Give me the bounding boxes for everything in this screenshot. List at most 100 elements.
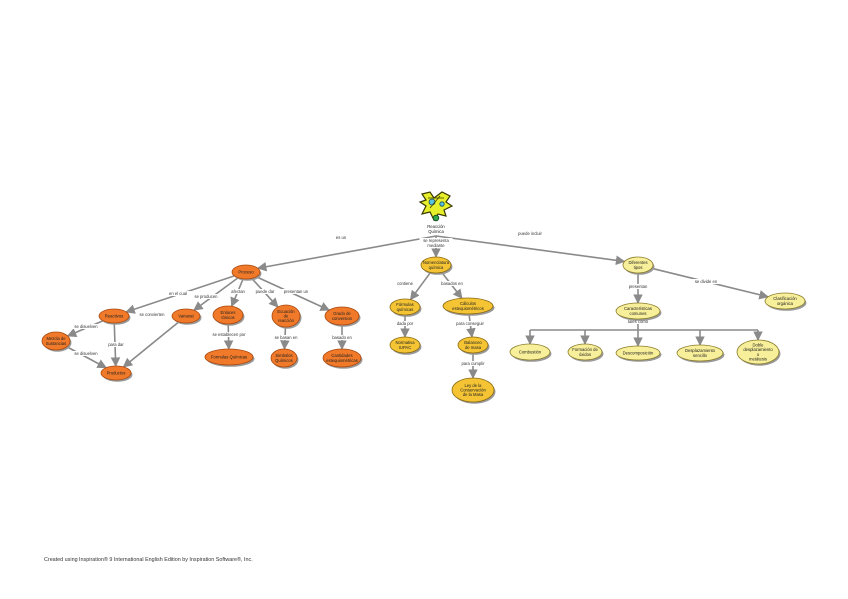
- link-label-background: [419, 238, 453, 243]
- node-label: Doble: [753, 343, 765, 348]
- node-label: Varianat: [178, 314, 194, 319]
- link-label: presentan: [629, 284, 648, 289]
- node-label: Descomposición: [623, 351, 654, 356]
- node-reactivos[interactable]: Reactivos: [98, 308, 131, 325]
- node-label: químicas: [397, 307, 414, 312]
- node-label: desplazamiento: [743, 347, 773, 352]
- node-label: Normativa: [395, 340, 415, 345]
- node-shape: [212, 305, 244, 325]
- connector-line: [435, 235, 626, 266]
- node-label: Nomenclatura: [423, 260, 450, 265]
- link-label: se disuelven: [74, 324, 98, 329]
- link-label: mediante: [427, 243, 445, 248]
- node-shape: [615, 302, 661, 320]
- node-productos[interactable]: Productos: [100, 365, 133, 382]
- link-label-background: [394, 321, 416, 326]
- root-label-line: Química: [428, 229, 444, 234]
- link-label-background: [439, 281, 465, 286]
- node-shape: [420, 256, 452, 274]
- node-descomposicion[interactable]: Descomposición: [615, 345, 662, 362]
- link-label: se divide en: [695, 279, 718, 284]
- node-label: Ecuación: [277, 309, 295, 314]
- link-label: para conseguir: [456, 321, 484, 326]
- node-shape: [764, 292, 806, 310]
- link-label-background: [394, 281, 416, 286]
- node-label: Fórmulas: [396, 302, 413, 307]
- node-label: Enlaces: [221, 310, 236, 315]
- connector-line: [66, 346, 107, 369]
- link-label: dada por: [397, 321, 414, 326]
- node-shape: [100, 365, 132, 381]
- node-label: Químicos: [275, 358, 293, 363]
- node-shape: [615, 345, 661, 361]
- node-shape: [322, 348, 362, 368]
- node-shape: [451, 377, 495, 403]
- root-node[interactable]: Reacción Química: [418, 191, 454, 234]
- link-label: basados en: [441, 281, 463, 286]
- connector-line: [256, 235, 437, 272]
- molecule-icon: [418, 191, 454, 222]
- node-shape: [676, 344, 724, 362]
- connector-line: [122, 321, 180, 368]
- node-label: Cálculos: [460, 301, 476, 306]
- node-combustion[interactable]: Combustión: [509, 343, 552, 362]
- link-label-background: [165, 291, 191, 296]
- node-label: Mezcla de: [46, 336, 66, 341]
- node-label: Sustancias: [46, 341, 66, 346]
- link-label: se basan en: [275, 335, 298, 340]
- link-label-background: [513, 231, 547, 236]
- link-label: puede dar: [256, 289, 275, 294]
- node-varianat[interactable]: Varianat: [171, 308, 202, 325]
- node-label: Reactivos: [105, 314, 123, 319]
- link-label: se producen: [194, 294, 218, 299]
- node-label: sencillo: [693, 353, 708, 358]
- node-shape: [736, 339, 780, 365]
- node-label: química: [429, 265, 444, 270]
- node-label: Balanceo: [464, 340, 482, 345]
- node-label: Productos: [107, 371, 126, 376]
- node-shape: [389, 298, 421, 316]
- node-label: Características: [624, 306, 652, 311]
- node-label: estequiométricas: [326, 358, 358, 363]
- link-label: se establecen por: [212, 332, 246, 337]
- link-label: en el cual: [169, 291, 187, 296]
- node-label: Simbolos: [275, 353, 292, 358]
- link-label: para cumplir: [461, 361, 485, 366]
- node-label: Formulas Químicas: [211, 355, 247, 360]
- node-shape: [509, 343, 551, 361]
- node-label: óxidos: [579, 352, 591, 357]
- link-label-background: [228, 289, 248, 294]
- node-label: conversion: [332, 316, 353, 321]
- node-label: Proceso: [238, 270, 254, 275]
- node-shape: [204, 348, 254, 366]
- node-label: Desplazamiento: [685, 348, 716, 353]
- node-label: o: [757, 352, 760, 357]
- node-shape: [271, 304, 301, 328]
- node-shape: [171, 308, 201, 324]
- link-label: se disuelven: [74, 351, 98, 356]
- link-label-background: [333, 235, 349, 240]
- link-label: presentan un: [284, 289, 309, 294]
- root-label-line: Reacción: [427, 224, 445, 229]
- node-proceso[interactable]: Proceso: [231, 264, 262, 281]
- node-formulas[interactable]: Formulas Químicas: [204, 348, 255, 367]
